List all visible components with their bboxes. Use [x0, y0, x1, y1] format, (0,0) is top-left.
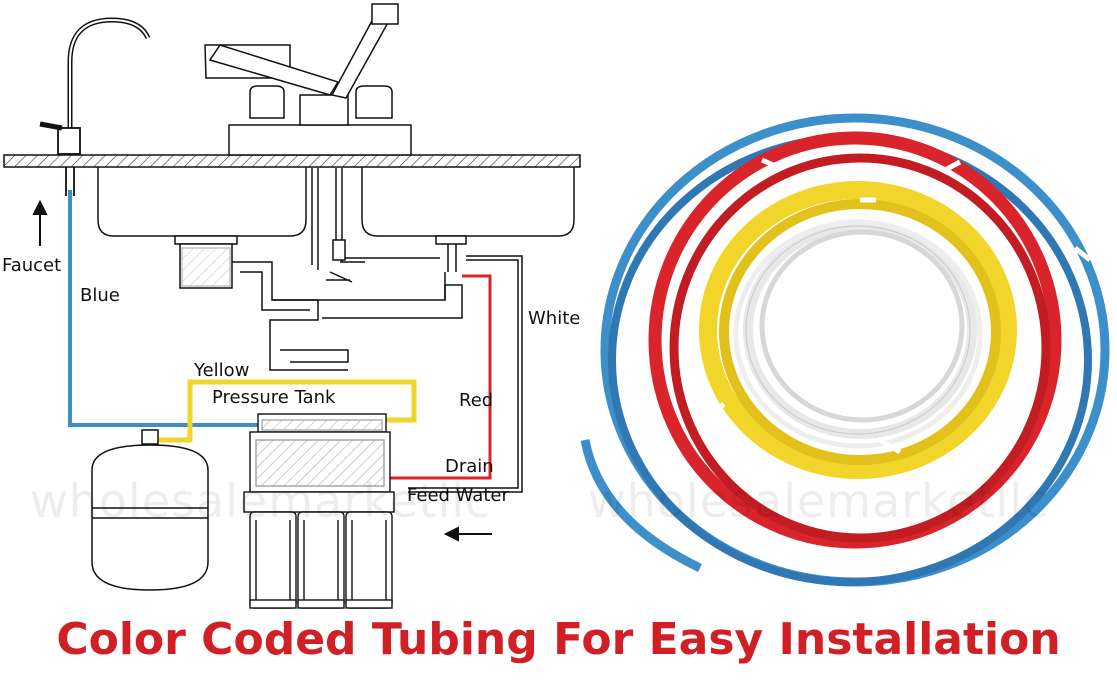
caption-title: Color Coded Tubing For Easy Installation — [56, 614, 1061, 665]
tubing-coils-icon — [580, 113, 1110, 587]
white-tube-line — [408, 255, 523, 493]
label-yellow: Yellow — [194, 360, 250, 381]
sink-icon — [97, 167, 575, 371]
blue-tube-line — [68, 190, 258, 427]
watermark-right: wholesalemarketllc — [588, 474, 1050, 528]
arrow-left-icon — [443, 526, 492, 542]
red-tube-line — [385, 274, 492, 480]
arrow-up-icon — [32, 199, 48, 246]
yellow-tube-line — [150, 379, 417, 443]
ro-faucet-icon — [39, 17, 151, 196]
label-faucet: Faucet — [2, 255, 62, 276]
label-white: White — [528, 308, 581, 329]
label-red: Red — [459, 390, 494, 411]
label-blue: Blue — [80, 285, 120, 306]
label-drain: Drain — [445, 456, 494, 477]
label-pressure-tank: Pressure Tank — [212, 387, 336, 408]
countertop — [3, 154, 581, 168]
label-feed-water: Feed Water — [407, 485, 509, 506]
ro-filter-unit-icon — [243, 413, 395, 609]
faucet-icon — [204, 3, 412, 156]
watermark-left: wholesalemarketllc — [30, 474, 492, 528]
pressure-tank-icon — [91, 429, 209, 591]
